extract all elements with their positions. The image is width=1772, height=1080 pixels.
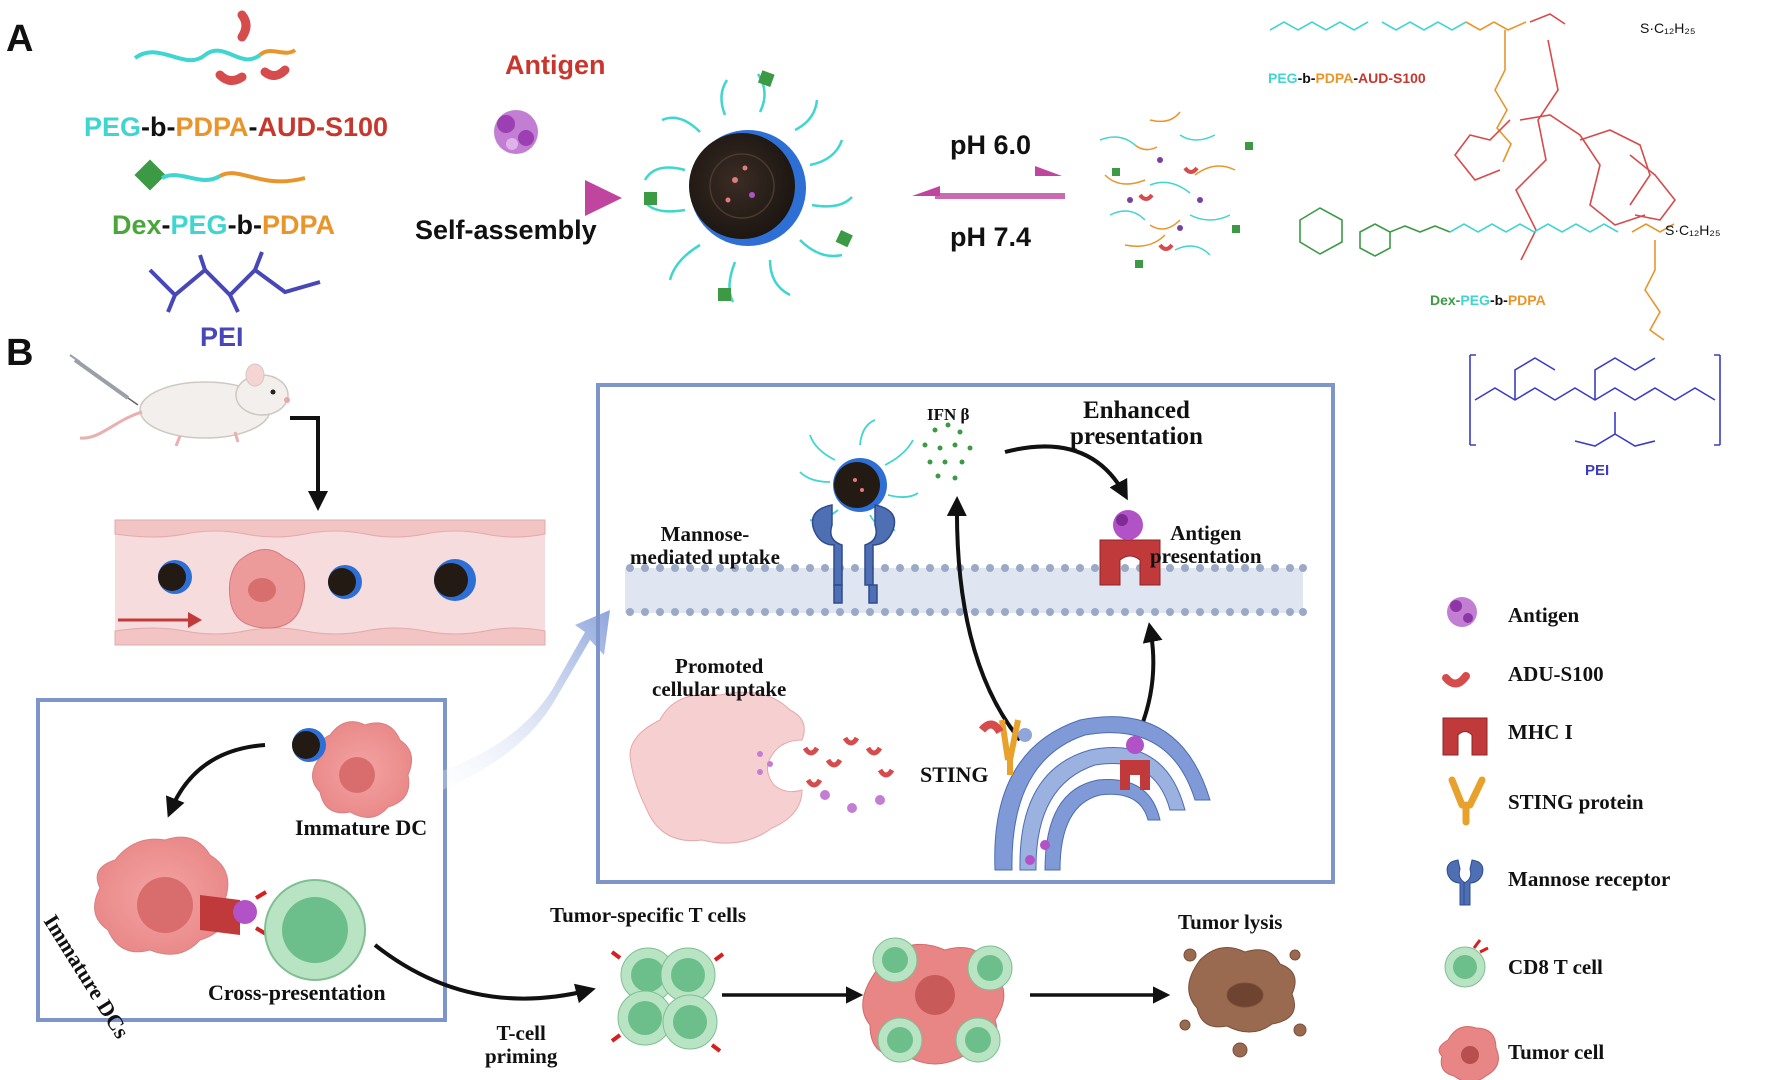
polymer1-icon [133,10,297,85]
tumor-specific-t-cells-label: Tumor-specific T cells [550,903,746,927]
b-text: -b- [1297,70,1316,86]
immature-dc-label: Immature DC [295,815,428,840]
b-text: -b- [141,112,176,142]
pdpa-text: PDPA [1315,70,1354,86]
mannose-receptors-icon [811,504,896,604]
polymer2-icon [134,159,306,191]
ifn-beta-dots-icon [922,422,973,481]
antigen-presentation-label: Antigen presentation [1150,521,1262,568]
enhanced-presentation-arrow [1004,444,1128,501]
nanoparticle-icon [643,70,853,303]
mouse-to-vessel-arrow [290,416,328,511]
cd8-t-cell-legend-icon [1444,939,1489,988]
dash-text: - [248,112,258,142]
b-text: -b- [1489,292,1508,308]
promoted-uptake-label: Promoted cellular uptake [652,654,787,701]
pdpa-text: PDPA [175,112,249,142]
dc-uptake-arrow [165,743,266,818]
legend-mannose-receptor-label: Mannose receptor [1508,867,1671,891]
zoom-arrow [430,610,610,795]
peg-text: PEG [1268,70,1298,86]
sting-label: STING [920,762,989,787]
self-assembly-arrow [412,180,622,216]
mhc-membrane-icon [1099,510,1161,586]
pdpa-text: PDPA [262,210,336,240]
panel-a-letter: A [6,18,34,60]
polymer1-label: PEG-b-PDPA-AUD-S100 [84,112,388,143]
dc-box [36,698,447,1022]
structure3-caption: PEI [1585,462,1610,479]
polymer3-pei-icon [148,251,321,313]
structure-peg-pdpa-aud [1269,13,1677,261]
legend-sting-protein-label: STING protein [1508,790,1644,814]
polymer2-label: Dex-PEG-b-PDPA [112,210,335,241]
ph-reverse-label: pH 7.4 [950,222,1032,252]
aud-text: AUD-S100 [257,112,389,142]
structure1-caption: PEG-b-PDPA-AUD-S100 [1268,70,1426,86]
panel-b-letter: B [6,332,34,374]
structure-pei [1469,354,1721,447]
tumor-lysis-label: Tumor lysis [1178,910,1283,934]
cross-presentation-label: Cross-presentation [208,980,386,1005]
adu-s100-legend-icon [1442,672,1470,688]
pdpa-text: PDPA [1507,292,1546,308]
tumor-specific-t-cells-icon [610,947,725,1053]
mannose-receptor-legend-icon [1446,859,1484,906]
structure1-end-group: S·C₁₂H₂₅ [1640,20,1696,36]
mouse-injection-icon [69,354,290,447]
blood-vessel-icon [114,519,546,646]
peg-text: PEG [170,210,228,240]
t-cell-priming-arrow [373,943,596,1004]
structure2-caption: Dex-PEG-b-PDPA [1430,292,1546,308]
peg-text: PEG [1460,292,1490,308]
enhanced-presentation-label: Enhanced presentation [1070,397,1203,450]
dash-text: - [1353,70,1358,86]
legend-cd8-t-cell-label: CD8 T cell [1508,955,1603,979]
tumor-attack-icon [862,937,1013,1065]
legend-tumor-cell-label: Tumor cell [1508,1040,1605,1064]
dex-text: Dex- [1430,292,1461,308]
ph-equilibrium-arrows [910,166,1065,199]
immature-dcs-bottom-icon [94,836,366,981]
pei-label: PEI [200,322,244,352]
legend-adu-s100-label: ADU-S100 [1508,662,1604,686]
er-to-membrane-arrow [1138,622,1163,731]
immature-dc-top-icon [292,721,413,818]
ifn-beta-label: IFN β [927,405,970,424]
sting-protein-legend-icon [1448,776,1486,826]
legend-mhc-i-label: MHC I [1508,720,1573,744]
legend-antigen-label: Antigen [1508,603,1580,627]
ph-forward-label: pH 6.0 [950,130,1032,160]
sting-to-ifn-arrow [946,496,1022,742]
promoted-uptake-cell-icon [629,691,895,844]
self-assembly-label: Self-assembly [415,215,597,245]
b-text: -b- [227,210,263,240]
dash-text: - [161,210,171,240]
mannose-uptake-label: Mannose- mediated uptake [630,522,780,569]
antigen-blob-icon [494,110,538,154]
tumor-lysis-icon [1179,947,1307,1058]
mhc-i-legend-icon [1442,717,1488,756]
dex-text: Dex [112,210,162,240]
er-sting-icon [978,716,1211,871]
antigen-legend-icon [1447,597,1477,627]
peg-text: PEG [84,112,142,142]
structure-dex-peg-pdpa [1299,207,1675,341]
tumor-cell-legend-icon [1438,1026,1499,1080]
aud-text: AUD-S100 [1358,70,1426,86]
antigen-label: Antigen [505,50,606,80]
disassembled-micelle-icon [1099,111,1253,268]
structure2-end-group: S·C₁₂H₂₅ [1665,222,1721,238]
mechanism-box [596,383,1335,884]
t-cell-priming-label: T-cell priming [485,1021,558,1068]
